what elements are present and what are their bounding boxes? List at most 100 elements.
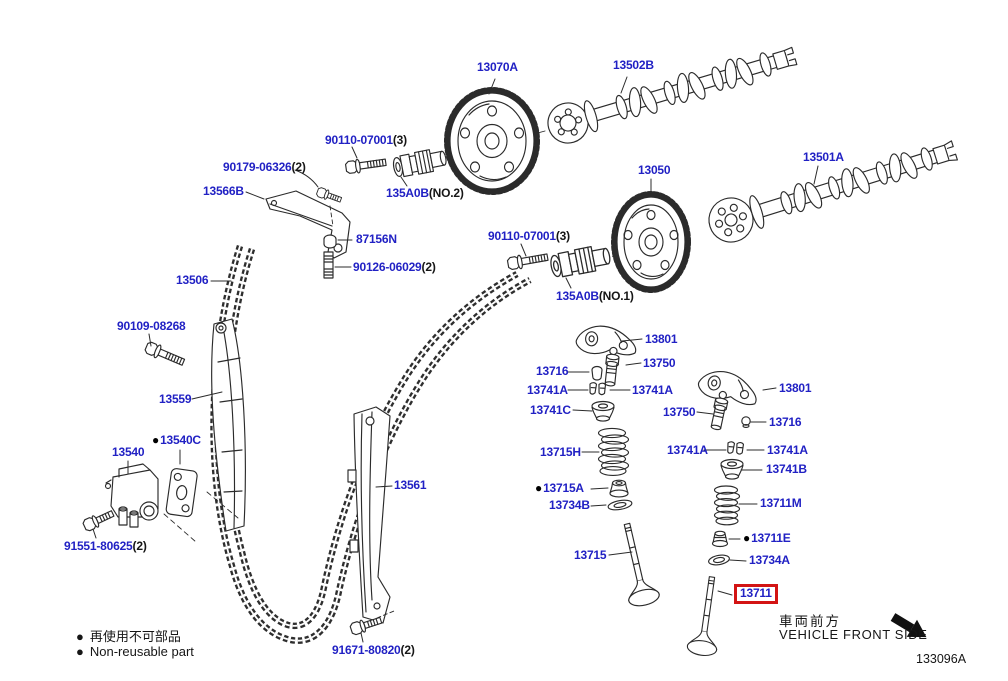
part-label-13715H: 13715H (540, 446, 581, 459)
part-number: 13734B (549, 498, 590, 512)
part-number: 13715 (574, 548, 607, 562)
camshaft-13501a-drawing (708, 140, 958, 243)
part-label-13715: 13715 (574, 548, 607, 562)
non-reusable-dot-icon: ● (152, 433, 160, 447)
part-number: 90110-07001 (325, 133, 393, 147)
part-label-13750: 13750 (643, 356, 676, 370)
part-label-13741A: 13741A (767, 444, 808, 457)
part-number: 90126-06029 (353, 260, 422, 274)
valve-spring-13711m-drawing (713, 485, 741, 526)
part-label-13741A: 13741A (667, 444, 708, 457)
part-number: 13715A (543, 481, 584, 495)
tensioner-alignment-dashes (163, 491, 239, 543)
part-label-135A0B: 135A0B(NO.2) (386, 187, 464, 200)
part-number: 13734A (749, 553, 790, 567)
part-label-90110-07001: 90110-07001(3) (488, 230, 570, 243)
part-quantity-suffix: (3) (555, 229, 570, 243)
bolt-91671-dash (376, 610, 395, 619)
part-label-13711: 13711 (734, 584, 778, 604)
spring-seat-13711e-drawing (711, 530, 729, 548)
part-number: 135A0B (386, 186, 429, 200)
bullet-icon: ● (76, 644, 84, 659)
part-number: 13711M (760, 496, 802, 510)
part-label-13561: 13561 (394, 478, 427, 492)
bolt-alignment-dash (329, 205, 334, 227)
cam-gear-13070a-drawing (444, 87, 540, 195)
part-label-13711E: ●13711E (743, 532, 791, 545)
part-number: 13750 (643, 356, 676, 370)
cam-gear-13050-drawing (611, 191, 691, 293)
part-number: 13716 (769, 415, 802, 429)
part-number: 13050 (638, 163, 671, 177)
part-number: 13801 (645, 332, 678, 346)
part-label-13741C: 13741C (530, 404, 571, 417)
vehicle-front-arrow (890, 613, 927, 638)
part-label-13711M: 13711M (760, 497, 802, 510)
part-number: 13741A (527, 383, 568, 397)
vehicle-front-label-en: VEHICLE FRONT SIDE (779, 627, 928, 642)
vehicle-front-label-jp: 車両前方 (779, 614, 841, 629)
part-label-13716: 13716 (769, 415, 802, 429)
part-number: 87156N (356, 232, 397, 246)
drawing-code: 133096A (916, 652, 967, 666)
part-number: 13741C (530, 403, 571, 417)
part-number: 13501A (803, 150, 844, 164)
camshaft-13502b-drawing (547, 46, 798, 144)
washer-13734b-drawing (607, 499, 633, 511)
part-quantity-suffix: (2) (132, 539, 147, 553)
part-label-13734A: 13734A (749, 554, 790, 567)
part-number: 13070A (477, 60, 518, 74)
chain-guide-13559-drawing (211, 318, 246, 532)
legend-non-reusable-jp: ●再使用不可部品 (76, 629, 181, 644)
part-label-13540: 13540 (112, 446, 145, 459)
part-number: 13741A (667, 443, 708, 457)
part-label-135A0B: 135A0B(NO.1) (556, 290, 634, 303)
part-label-13502B: 13502B (613, 59, 654, 72)
spring-seat-13715a-drawing (609, 479, 629, 498)
part-label-90110-07001: 90110-07001(3) (325, 134, 407, 147)
part-number: 90110-07001 (488, 229, 556, 243)
part-label-13734B: 13734B (549, 499, 590, 512)
part-label-91671-80820: 91671-80820(2) (332, 644, 415, 657)
part-label-13801: 13801 (779, 381, 812, 395)
gasket-13540c-drawing (165, 468, 198, 518)
non-reusable-dot-icon: ● (743, 531, 751, 545)
bracket-13566b-drawing (265, 190, 351, 259)
part-number: 13750 (663, 405, 696, 419)
part-label-13741A: 13741A (527, 384, 568, 397)
part-number: 13506 (176, 273, 209, 287)
pivot-13716-left-drawing (591, 365, 603, 381)
part-label-91551-80625: 91551-80625(2) (64, 540, 147, 553)
part-label-13741A: 13741A (632, 384, 673, 397)
part-number: 13566B (203, 184, 244, 198)
part-number: 13502B (613, 58, 654, 72)
part-number: 13741B (766, 462, 807, 476)
part-number: 13561 (394, 478, 427, 492)
part-quantity-suffix: (2) (400, 643, 415, 657)
bullet-icon: ● (76, 629, 84, 644)
part-label-13715A: ●13715A (535, 482, 584, 495)
part-label-13501A: 13501A (803, 151, 844, 164)
washer-13734a-drawing (708, 554, 730, 566)
part-number: 135A0B (556, 289, 599, 303)
part-quantity-suffix: (2) (421, 260, 436, 274)
tensioner-13540-drawing (104, 463, 159, 528)
part-number: 13559 (159, 392, 192, 406)
part-quantity-suffix: (3) (392, 133, 407, 147)
part-quantity-suffix: (2) (291, 160, 306, 174)
part-number: 13715H (540, 445, 581, 459)
part-label-13801: 13801 (645, 332, 678, 346)
valve-spring-13715h-drawing (597, 427, 630, 476)
part-label-13070A: 13070A (477, 61, 518, 74)
part-label-13741B: 13741B (766, 463, 807, 476)
cap-nut-87156n-drawing (323, 234, 337, 249)
part-number: 90179-06326 (223, 160, 292, 174)
part-number: 13716 (536, 364, 569, 378)
part-label-13506: 13506 (176, 273, 209, 287)
part-number: 13801 (779, 381, 812, 395)
leader-lines (92, 76, 819, 643)
part-number: 13741A (767, 443, 808, 457)
